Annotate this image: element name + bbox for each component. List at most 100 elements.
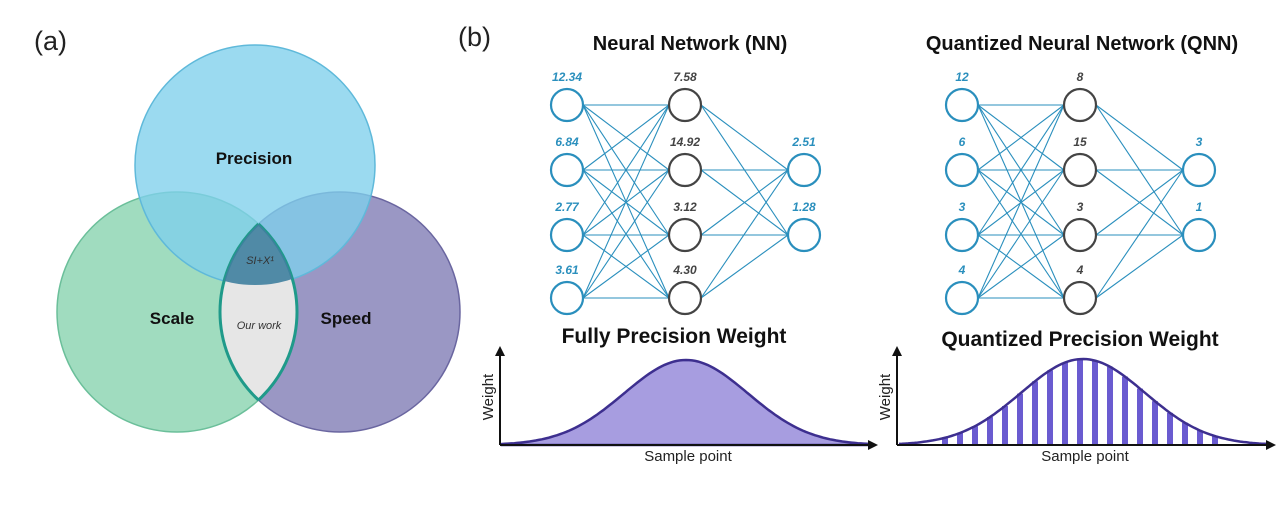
quantized-bar bbox=[987, 417, 993, 445]
qnn-input-node bbox=[944, 280, 980, 316]
full-y-arrow bbox=[495, 346, 505, 356]
nn-title: Neural Network (NN) bbox=[593, 33, 787, 55]
qnn-hidden-value: 3 bbox=[1077, 200, 1084, 214]
nn-hidden-node bbox=[667, 87, 703, 123]
qnn-edge bbox=[977, 234, 1065, 299]
qnn-output-value: 3 bbox=[1196, 135, 1203, 149]
nn-network: 12.34 6.84 2.77 3.61 7.58 14.92 3.12 4.30 2.51 1.… bbox=[549, 70, 822, 316]
qnn-input-node bbox=[944, 87, 980, 123]
nn-hidden-value: 4.30 bbox=[672, 263, 697, 277]
nn-input-node bbox=[549, 280, 585, 316]
quantized-bar bbox=[1047, 370, 1053, 445]
panel-b: (b) Neural Network (NN) 12.34 6.84 2.77 3.6… bbox=[458, 22, 1276, 465]
qnn-input-value: 4 bbox=[958, 263, 966, 277]
quantized-bar bbox=[1092, 360, 1098, 445]
qnn-hidden-node bbox=[1062, 87, 1098, 123]
quantized-bars bbox=[942, 359, 1218, 445]
quantized-bar bbox=[1197, 430, 1203, 445]
quantized-bar bbox=[1077, 359, 1083, 445]
qnn-hidden-value: 4 bbox=[1076, 263, 1084, 277]
qnn-edge bbox=[1095, 104, 1184, 171]
qnn-edge bbox=[977, 104, 1065, 236]
nn-hidden-value: 3.12 bbox=[673, 200, 697, 214]
qnn-hidden-value: 15 bbox=[1073, 135, 1087, 149]
qnn-edge bbox=[1095, 234, 1184, 299]
nn-input-value: 12.34 bbox=[552, 70, 582, 84]
nn-output-value: 1.28 bbox=[792, 200, 816, 214]
nn-hidden-node bbox=[667, 217, 703, 253]
qnn-hidden-node bbox=[1062, 152, 1098, 188]
nn-edge bbox=[582, 104, 670, 299]
qnn-hidden-value: 8 bbox=[1077, 70, 1084, 84]
nn-edge bbox=[700, 169, 789, 299]
qnn-edge bbox=[977, 104, 1065, 171]
qnn-edge bbox=[977, 104, 1065, 299]
quantized-bar bbox=[942, 437, 948, 445]
venn-scale-label: Scale bbox=[150, 309, 194, 328]
nn-edge bbox=[700, 234, 789, 299]
qnn-hidden-node bbox=[1062, 217, 1098, 253]
panel-a: (a) Precision Scale Speed SI+X¹ Our work bbox=[34, 26, 461, 433]
quantized-bar bbox=[1122, 376, 1128, 445]
quantized-bar bbox=[1032, 381, 1038, 445]
quant-x-arrow bbox=[1266, 440, 1276, 450]
quantized-precision-curve bbox=[898, 357, 1269, 446]
nn-edge bbox=[700, 104, 789, 171]
nn-hidden-value: 14.92 bbox=[670, 135, 700, 149]
panel-b-label: (b) bbox=[458, 22, 491, 52]
full-ylabel: Weight bbox=[480, 373, 497, 420]
nn-output-node bbox=[786, 217, 822, 253]
nn-output-node bbox=[786, 152, 822, 188]
quantized-bar bbox=[1017, 393, 1023, 445]
quant-xlabel: Sample point bbox=[1041, 448, 1129, 465]
nn-hidden-node bbox=[667, 152, 703, 188]
quantized-bar bbox=[1212, 436, 1218, 445]
qnn-title: Quantized Neural Network (QNN) bbox=[926, 33, 1238, 55]
qnn-input-node bbox=[944, 217, 980, 253]
nn-input-value: 3.61 bbox=[555, 263, 579, 277]
qnn-edge bbox=[1095, 169, 1184, 299]
quantized-bar bbox=[972, 426, 978, 445]
nn-input-value: 2.77 bbox=[554, 200, 580, 214]
full-xlabel: Sample point bbox=[644, 448, 732, 465]
qnn-output-node bbox=[1181, 152, 1217, 188]
full-precision-plot: Sample point Weight bbox=[480, 346, 878, 465]
venn-precision-label: Precision bbox=[216, 149, 293, 168]
nn-edge bbox=[582, 104, 670, 236]
nn-edge bbox=[582, 169, 670, 299]
quantized-bar bbox=[1107, 366, 1113, 445]
qnn-input-value: 12 bbox=[955, 70, 969, 84]
qnn-input-value: 6 bbox=[959, 135, 966, 149]
quantized-bar bbox=[1137, 388, 1143, 445]
quantized-bar bbox=[1002, 406, 1008, 445]
full-precision-curve bbox=[500, 358, 872, 447]
quant-ylabel: Weight bbox=[877, 373, 894, 420]
nn-edge bbox=[700, 169, 789, 236]
nn-input-node bbox=[549, 87, 585, 123]
quant-y-arrow bbox=[892, 346, 902, 356]
nn-edge bbox=[582, 104, 670, 171]
quantized-bar bbox=[1167, 412, 1173, 445]
venn-our-work-label: Our work bbox=[237, 320, 282, 332]
nn-output-value: 2.51 bbox=[791, 135, 816, 149]
nn-input-node bbox=[549, 217, 585, 253]
qnn-edge bbox=[977, 169, 1065, 299]
qnn-edge bbox=[1095, 169, 1184, 236]
full-plot-title: Fully Precision Weight bbox=[562, 325, 787, 348]
qnn-hidden-node bbox=[1062, 280, 1098, 316]
full-x-arrow bbox=[868, 440, 878, 450]
quantized-bar bbox=[1152, 401, 1158, 445]
venn-intersection-top-label: SI+X¹ bbox=[246, 255, 274, 267]
qnn-input-node bbox=[944, 152, 980, 188]
nn-edge bbox=[582, 234, 670, 299]
quantized-bar bbox=[1182, 422, 1188, 445]
nn-hidden-value: 7.58 bbox=[673, 70, 697, 84]
panel-a-label: (a) bbox=[34, 26, 67, 56]
quant-plot-title: Quantized Precision Weight bbox=[941, 328, 1218, 351]
venn-speed-label: Speed bbox=[320, 309, 371, 328]
quantized-bar bbox=[1062, 362, 1068, 445]
qnn-input-value: 3 bbox=[959, 200, 966, 214]
nn-input-value: 6.84 bbox=[555, 135, 579, 149]
